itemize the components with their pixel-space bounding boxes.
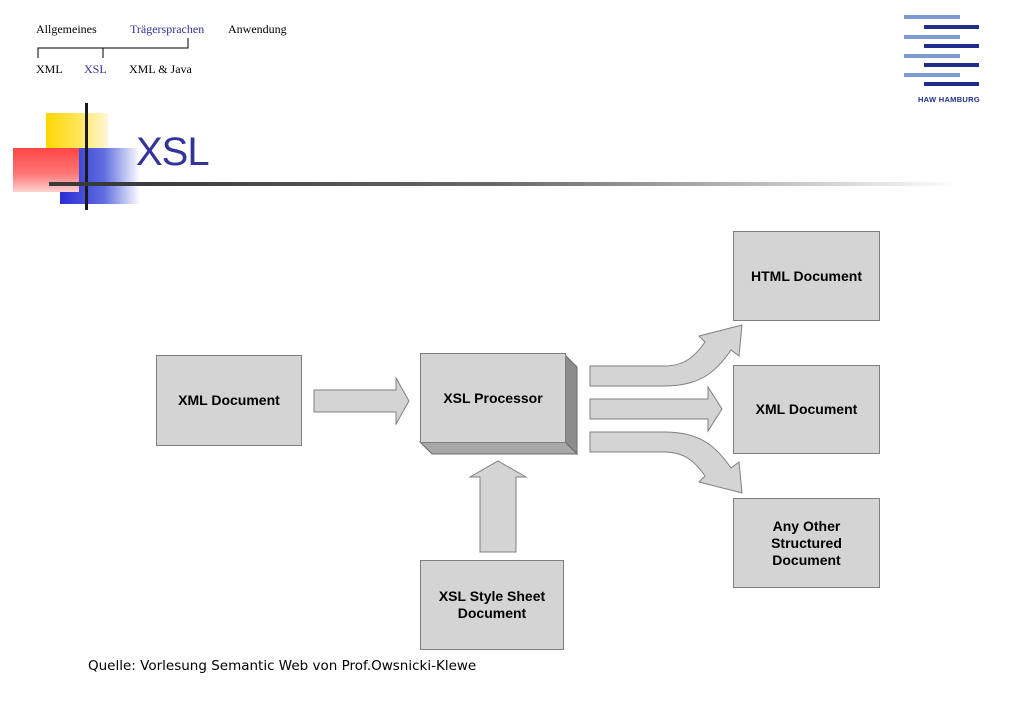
- xsl-stylesheet-box: XSL Style Sheet Document: [420, 560, 564, 650]
- processor-side-face: [564, 353, 578, 456]
- logo-stripe: [904, 35, 960, 39]
- logo-text: HAW HAMBURG: [917, 95, 980, 104]
- xml-document-input-label: XML Document: [178, 392, 280, 408]
- nav-sub-item-xml-java[interactable]: XML & Java: [129, 62, 192, 76]
- logo-stripe: [924, 63, 979, 67]
- nav-tree-connector: [37, 38, 189, 58]
- xml-document-output-label: XML Document: [755, 401, 858, 417]
- source-caption: Quelle: Vorlesung Semantic Web von Prof.…: [88, 658, 477, 674]
- decor-horizontal-line: [49, 182, 130, 186]
- nav-sub-item-xml[interactable]: XML: [36, 62, 63, 76]
- nav-item-anwendung[interactable]: Anwendung: [228, 22, 287, 36]
- arrow-processor-to-html: [589, 324, 743, 387]
- xsl-stylesheet-label: XSL Style Sheet Document: [438, 588, 546, 621]
- html-document-output-box: HTML Document: [733, 231, 880, 321]
- arrow-processor-to-xml: [589, 385, 723, 433]
- arrow-processor-to-other: [589, 431, 743, 494]
- decor-vertical-line: [85, 103, 88, 210]
- logo-stripe: [904, 73, 960, 77]
- arrow-stylesheet-to-processor: [468, 460, 528, 553]
- logo-stripe: [924, 82, 979, 86]
- xsl-processor-box: XSL Processor: [420, 353, 566, 443]
- other-document-output-label: Any Other Structured Document: [771, 517, 842, 568]
- xml-document-input-box: XML Document: [156, 355, 302, 446]
- nav-item-traegersprachen[interactable]: Trägersprachen: [130, 22, 205, 36]
- logo-stripe: [904, 15, 960, 19]
- nav-item-allgemeines[interactable]: Allgemeines: [36, 22, 97, 36]
- html-document-output-label: HTML Document: [751, 268, 862, 284]
- logo-stripe: [904, 54, 960, 58]
- title-underline: [130, 182, 960, 186]
- xsl-processor-label: XSL Processor: [443, 390, 543, 406]
- other-document-output-box: Any Other Structured Document: [733, 498, 880, 588]
- xml-document-output-box: XML Document: [733, 365, 880, 454]
- slide-title: XSL: [136, 130, 210, 174]
- processor-bottom-face: [418, 441, 579, 455]
- logo-stripe: [924, 44, 979, 48]
- nav-sub-item-xsl[interactable]: XSL: [84, 62, 107, 76]
- arrow-xml-to-processor: [313, 376, 410, 426]
- logo-stripe: [924, 25, 979, 29]
